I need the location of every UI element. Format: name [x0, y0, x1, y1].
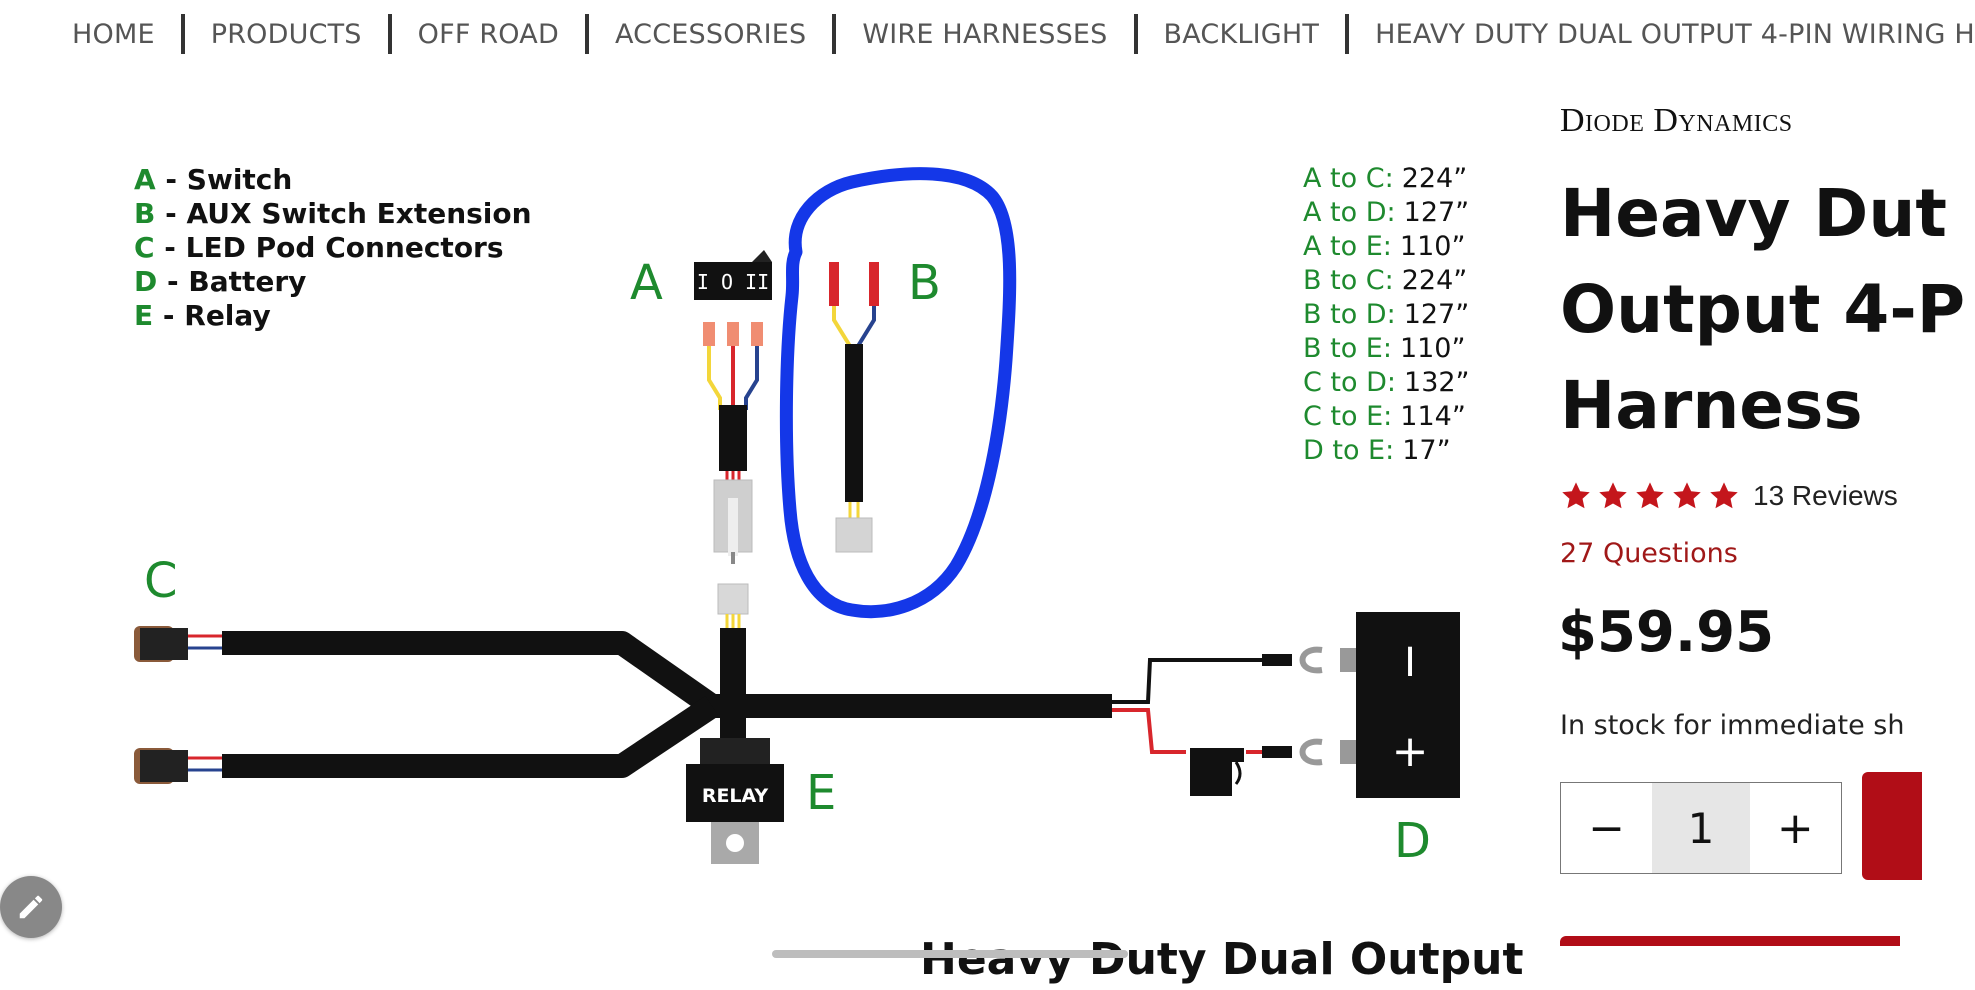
distance-row: A to D:127”	[1303, 197, 1469, 228]
breadcrumb-off-road[interactable]: OFF ROAD	[417, 18, 559, 50]
quantity-input[interactable]: 1	[1652, 783, 1750, 873]
product-title-line: Harness	[1560, 367, 1863, 444]
star-icon	[1710, 482, 1738, 509]
relay-e: RELAY	[686, 738, 784, 864]
breadcrumb: HOME PRODUCTS OFF ROAD ACCESSORIES WIRE …	[72, 10, 1975, 58]
add-to-cart-button[interactable]	[1862, 772, 1922, 880]
relay-label: RELAY	[702, 785, 769, 807]
breadcrumb-wire-harnesses[interactable]: WIRE HARNESSES	[862, 18, 1108, 50]
quantity-stepper: − 1 +	[1560, 782, 1842, 874]
product-title-line: Output 4-P	[1560, 271, 1966, 348]
highlight-circle	[779, 167, 1017, 619]
distance-row: A to E:110”	[1303, 231, 1465, 262]
distance-row: D to E:17”	[1303, 435, 1451, 466]
distance-row: A to C:224”	[1303, 163, 1467, 194]
brand-logo[interactable]: Diode Dynamics	[1560, 102, 1793, 139]
distance-table: A to C:224” A to D:127” A to E:110” B to…	[1303, 163, 1470, 466]
label-e: E	[806, 765, 836, 821]
breadcrumb-separator	[584, 14, 589, 54]
breadcrumb-accessories[interactable]: ACCESSORIES	[614, 18, 807, 50]
legend-item-e: E - Relay	[134, 299, 271, 332]
distance-row: B to E:110”	[1303, 333, 1465, 364]
battery-d: I +	[1112, 612, 1460, 798]
section-heading: Heavy Duty Dual Output	[920, 934, 1524, 985]
label-d: D	[1394, 813, 1431, 869]
questions-link[interactable]: 27 Questions	[1560, 538, 1738, 569]
star-icon	[1599, 482, 1627, 509]
breadcrumb-separator	[180, 14, 185, 54]
legend-item-a: A - Switch	[134, 163, 292, 196]
pencil-icon	[19, 895, 43, 919]
breadcrumb-backlight[interactable]: BACKLIGHT	[1163, 18, 1320, 50]
legend-item-b: B - AUX Switch Extension	[134, 197, 532, 230]
label-c: C	[144, 553, 178, 609]
rating[interactable]: 13 Reviews	[1560, 480, 1898, 512]
product-title: Heavy Dut Output 4-P Harness	[1560, 166, 1966, 454]
breadcrumb-separator	[1345, 14, 1350, 54]
legend-item-c: C - LED Pod Connectors	[134, 231, 504, 264]
edit-button[interactable]	[0, 876, 62, 938]
red-banner[interactable]	[1560, 936, 1900, 946]
legend: A - Switch B - AUX Switch Extension C - …	[134, 163, 532, 332]
label-b: B	[908, 255, 941, 311]
legend-item-d: D - Battery	[134, 265, 306, 298]
breadcrumb-separator	[832, 14, 837, 54]
increase-quantity-button[interactable]: +	[1776, 802, 1814, 854]
aux-extension-b	[779, 167, 1017, 619]
distance-row: B to D:127”	[1303, 299, 1469, 330]
switch-a: I O II	[694, 250, 772, 564]
star-icon	[1636, 482, 1664, 509]
home-indicator	[772, 950, 1128, 958]
battery-negative-terminal: I	[1404, 640, 1416, 686]
breadcrumb-products[interactable]: PRODUCTS	[210, 18, 362, 50]
breadcrumb-current: HEAVY DUTY DUAL OUTPUT 4-PIN WIRING H	[1375, 18, 1975, 50]
breadcrumb-separator	[1133, 14, 1138, 54]
breadcrumb-separator	[387, 14, 392, 54]
battery-positive-terminal: +	[1392, 726, 1429, 777]
star-icon	[1562, 482, 1590, 509]
center-connector	[717, 583, 749, 628]
star-icon	[1673, 482, 1701, 509]
distance-row: C to D:132”	[1303, 367, 1470, 398]
wiring-diagram-image[interactable]: A - Switch B - AUX Switch Extension C - …	[0, 80, 1530, 940]
decrease-quantity-button[interactable]: −	[1588, 802, 1626, 854]
distance-row: B to C:224”	[1303, 265, 1467, 296]
label-a: A	[630, 255, 663, 311]
product-price: $59.95	[1558, 600, 1775, 665]
stock-status: In stock for immediate sh	[1560, 710, 1905, 741]
harness	[134, 626, 1112, 784]
product-title-line: Heavy Dut	[1560, 175, 1947, 252]
distance-row: C to E:114”	[1303, 401, 1466, 432]
switch-marks: I O II	[697, 270, 769, 294]
breadcrumb-home[interactable]: HOME	[72, 18, 155, 50]
reviews-link[interactable]: 13 Reviews	[1753, 480, 1898, 511]
